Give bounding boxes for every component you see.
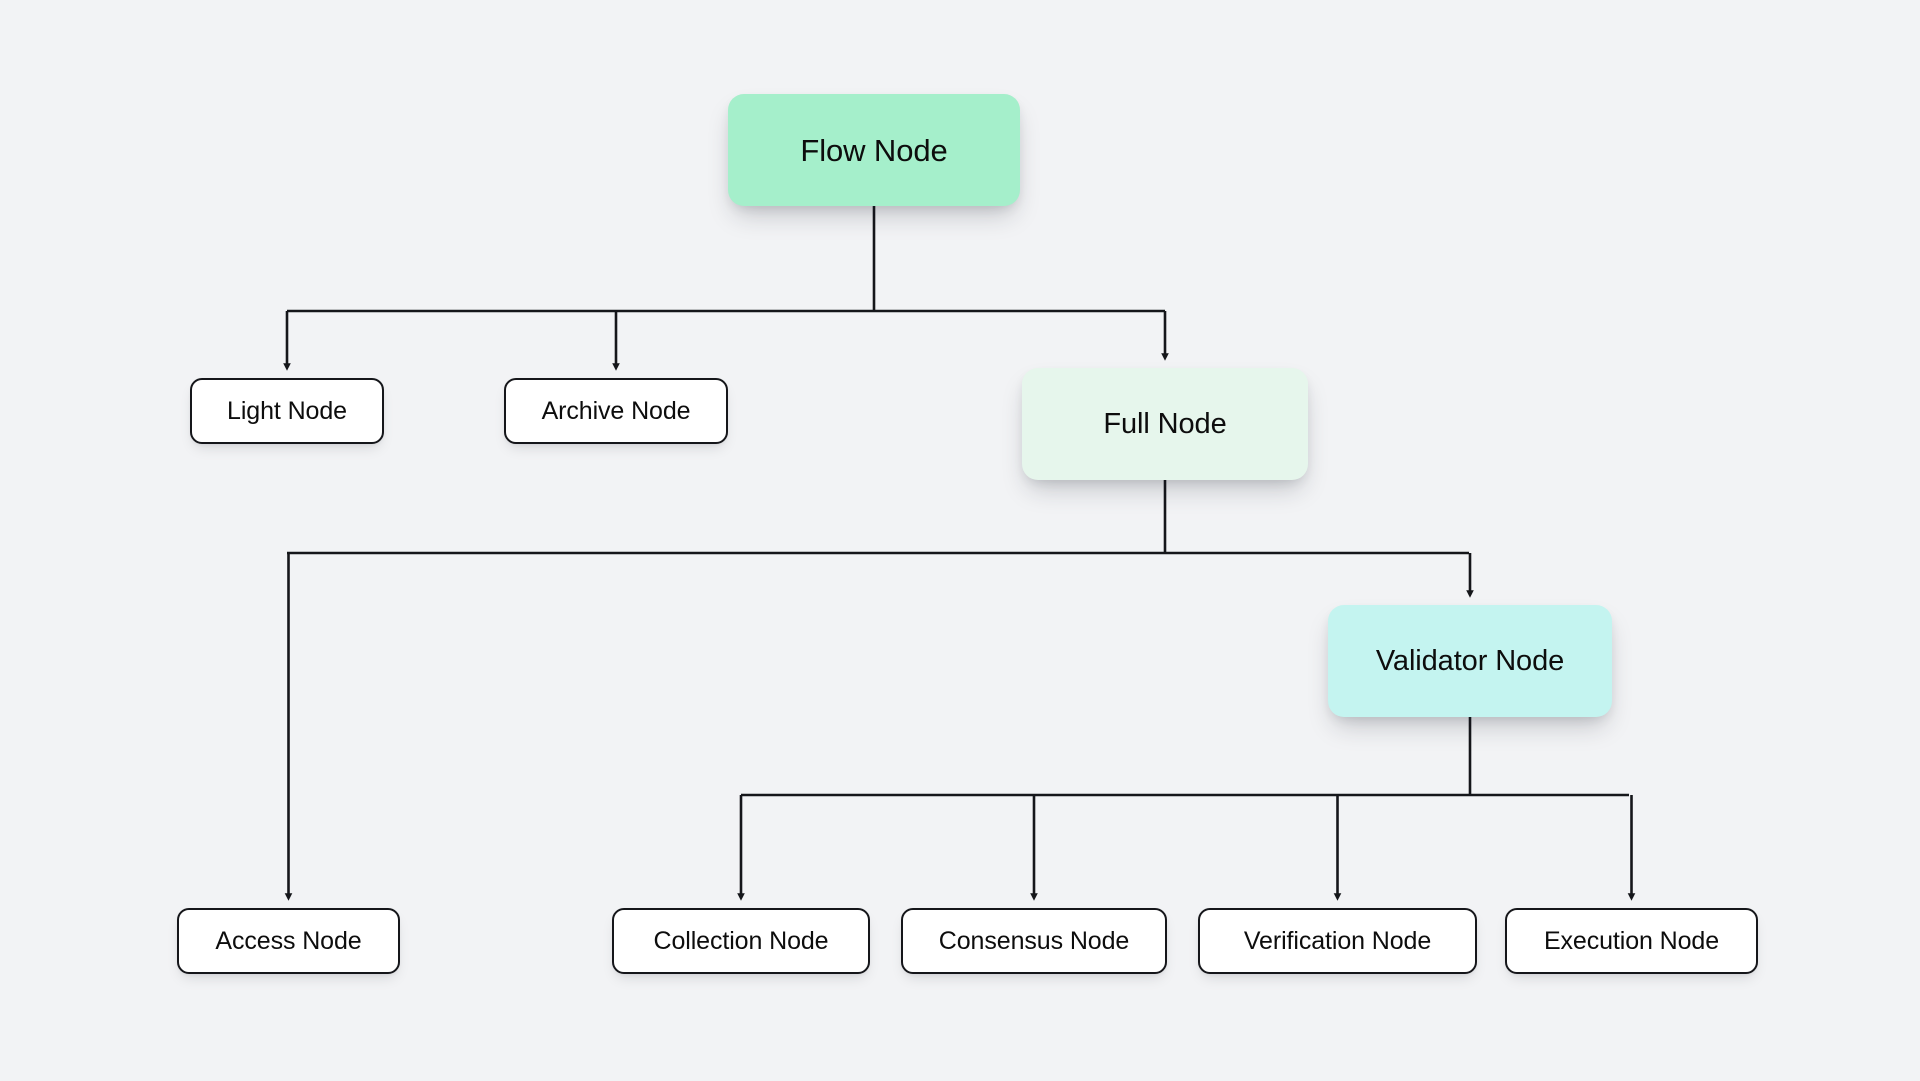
node-label-flow-node: Flow Node (800, 132, 948, 168)
node-label-archive-node: Archive Node (541, 396, 691, 425)
node-consensus-node[interactable]: Consensus Node (901, 908, 1167, 974)
node-label-collection-node: Collection Node (653, 926, 829, 955)
node-label-verification-node: Verification Node (1243, 926, 1432, 955)
node-light-node[interactable]: Light Node (190, 378, 384, 444)
node-label-validator-node: Validator Node (1375, 644, 1565, 677)
node-label-execution-node: Execution Node (1543, 926, 1720, 955)
node-archive-node[interactable]: Archive Node (504, 378, 728, 444)
node-label-consensus-node: Consensus Node (938, 926, 1130, 955)
node-label-full-node: Full Node (1103, 407, 1227, 440)
node-verification-node[interactable]: Verification Node (1198, 908, 1477, 974)
node-access-node[interactable]: Access Node (177, 908, 400, 974)
node-label-access-node: Access Node (215, 926, 362, 955)
node-validator-node[interactable]: Validator Node (1328, 605, 1612, 717)
node-collection-node[interactable]: Collection Node (612, 908, 870, 974)
node-flow-node[interactable]: Flow Node (728, 94, 1020, 206)
node-full-node[interactable]: Full Node (1022, 368, 1308, 480)
node-label-light-node: Light Node (227, 396, 347, 425)
node-execution-node[interactable]: Execution Node (1505, 908, 1758, 974)
